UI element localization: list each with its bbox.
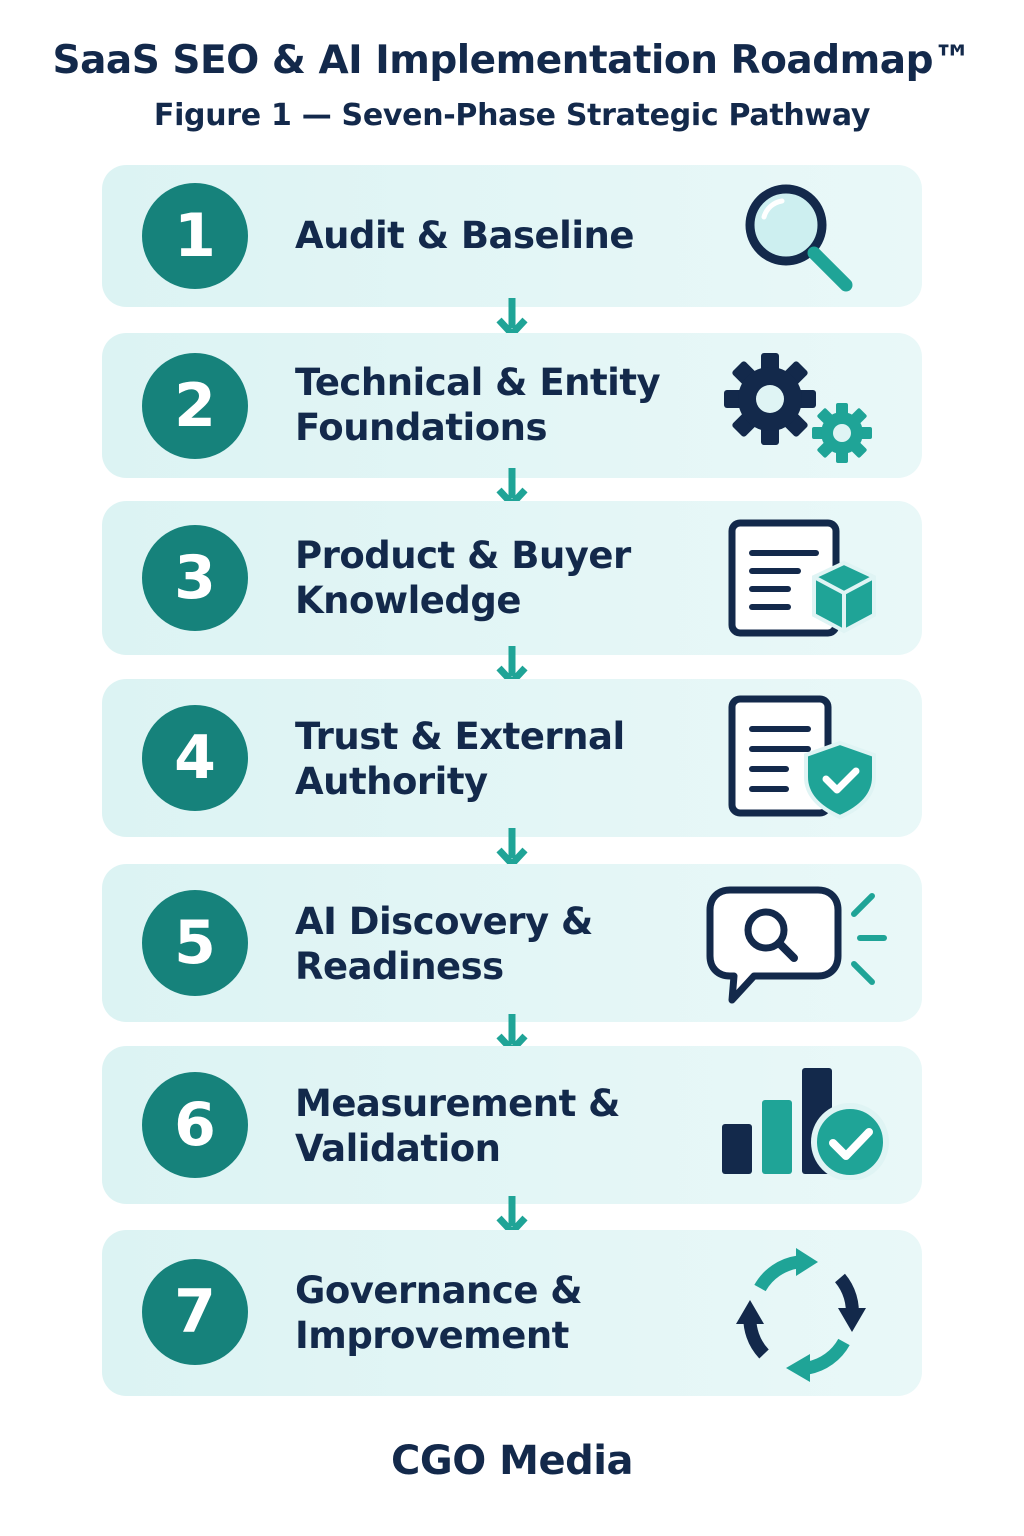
phase-number-badge: 2 — [142, 353, 248, 459]
phase-card-3: 3 Product & Buyer Knowledge — [102, 501, 922, 655]
cycle-arrows-icon — [736, 1248, 866, 1382]
phase-card-4: 4 Trust & External Authority — [102, 679, 922, 837]
phase-card-6: 6 Measurement & Validation — [102, 1046, 922, 1204]
phase-number-badge: 5 — [142, 890, 248, 996]
document-cube-icon — [728, 519, 876, 637]
magnifying-glass-icon — [745, 184, 853, 292]
phase-label: Governance & Improvement — [295, 1269, 583, 1357]
phase-number-badge: 1 — [142, 183, 248, 289]
phase-label: Audit & Baseline — [295, 214, 634, 257]
phase-number-badge: 4 — [142, 705, 248, 811]
phase-label: Trust & External Authority — [295, 715, 625, 803]
phase-card-2: 2 Technical & Entity Foundations — [102, 333, 922, 478]
phase-card-1: 1 Audit & Baseline — [102, 165, 922, 307]
phase-card-5: 5 AI Discovery & Readiness — [102, 864, 922, 1022]
phase-number-badge: 7 — [142, 1259, 248, 1365]
phase-card-7: 7 Governance & Improvement — [102, 1230, 922, 1396]
brand-name: CGO Media — [391, 1438, 633, 1484]
phase-number-badge: 3 — [142, 525, 248, 631]
bar-chart-check-icon — [722, 1068, 889, 1180]
phase-label: Technical & Entity Foundations — [295, 361, 661, 449]
phase-number-badge: 6 — [142, 1072, 248, 1178]
phase-label: Measurement & Validation — [295, 1082, 620, 1170]
page-title: SaaS SEO & AI Implementation Roadmap™ — [52, 38, 973, 83]
phase-label: Product & Buyer Knowledge — [295, 534, 631, 622]
figure-caption: Figure 1 — Seven-Phase Strategic Pathway — [153, 98, 871, 133]
chat-search-icon — [706, 886, 887, 1004]
gears-icon — [724, 353, 872, 463]
document-shield-icon — [728, 695, 876, 820]
phase-label: AI Discovery & Readiness — [295, 900, 593, 988]
